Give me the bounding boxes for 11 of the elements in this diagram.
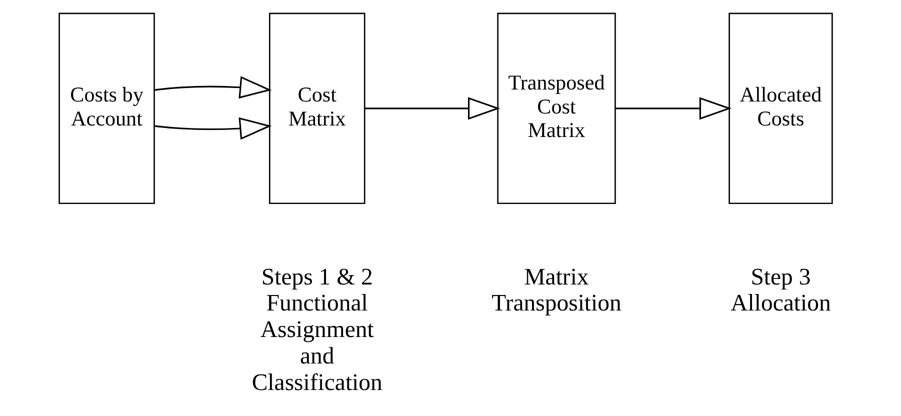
label: Matrix Transposition <box>491 264 621 317</box>
arrow <box>154 117 272 140</box>
arrow <box>364 97 500 120</box>
node-box: Transposed Cost Matrix <box>496 12 616 204</box>
arrow <box>154 76 272 99</box>
arrow <box>614 97 732 120</box>
node-box: Costs by Account <box>58 12 154 204</box>
node-box: Cost Matrix <box>268 12 365 204</box>
label: Steps 1 & 2 Functional Assignment and Classification <box>251 264 382 396</box>
node-box: Allocated Costs <box>728 12 832 204</box>
label: Step 3 Allocation <box>730 264 830 317</box>
